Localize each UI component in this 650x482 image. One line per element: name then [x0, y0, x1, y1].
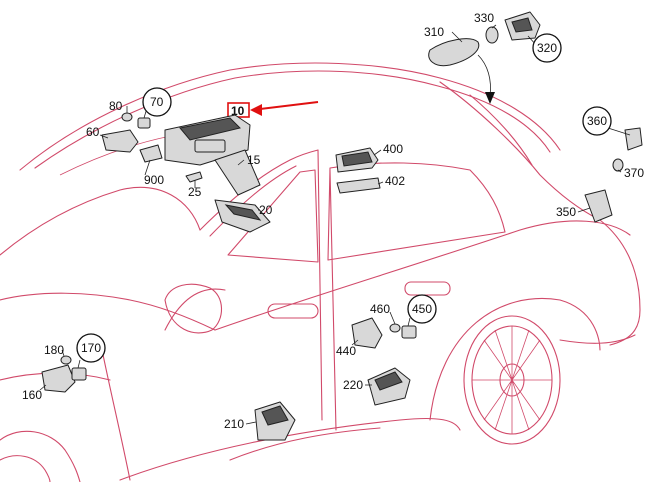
label-440: 440 — [336, 344, 356, 358]
front-window — [227, 169, 319, 263]
leader-lines — [39, 24, 631, 425]
highlight-label: 10 — [231, 104, 245, 118]
part-900-bracket — [139, 144, 163, 163]
label-400: 400 — [383, 142, 403, 156]
highlighted-part-10[interactable]: 10 — [227, 101, 319, 118]
callout-circle-360 — [582, 106, 612, 136]
part-20-lamp — [214, 199, 271, 233]
rocker-line — [119, 417, 461, 481]
label-360: 360 — [587, 114, 607, 128]
part-180-bulb — [60, 355, 72, 365]
label-15: 15 — [247, 153, 261, 167]
label-220: 220 — [343, 378, 363, 392]
windshield-edge — [0, 186, 201, 256]
label-320: 320 — [537, 41, 557, 55]
highlight-arrow-head — [250, 104, 262, 116]
highlight-arrow-shaft — [251, 101, 319, 111]
overhead-control-panel — [164, 114, 251, 166]
callout-circles — [76, 33, 612, 363]
callout-circle-70 — [142, 87, 172, 117]
rear-wheel-arch — [429, 298, 601, 421]
label-20: 20 — [259, 203, 273, 217]
front-fender-lower — [99, 339, 131, 481]
rear-door-line — [329, 169, 337, 431]
label-402: 402 — [385, 174, 405, 188]
part-402-lamp — [336, 177, 381, 194]
label-170: 170 — [81, 341, 101, 355]
c-pillar — [439, 81, 601, 221]
part-370-bulb — [612, 158, 624, 172]
part-310-lens — [428, 38, 480, 67]
label-350: 350 — [556, 205, 576, 219]
rear-window — [327, 162, 506, 261]
part-70-socket — [137, 117, 151, 129]
hood — [0, 292, 216, 331]
roof-line-inner — [34, 70, 551, 169]
label-210: 210 — [224, 417, 244, 431]
callout-circle-170 — [76, 333, 106, 363]
label-180: 180 — [44, 343, 64, 357]
rear-quarter — [599, 219, 641, 346]
part-350-lamp — [584, 189, 613, 223]
rear-wheel — [463, 315, 561, 445]
part-60-lamp — [101, 129, 139, 153]
a-pillar-inner — [209, 165, 297, 237]
part-440-lamp — [351, 317, 383, 349]
roof-line — [19, 62, 561, 171]
rear-door-handle — [404, 281, 451, 296]
rear-bumper — [559, 334, 636, 344]
part-450-socket — [401, 325, 417, 339]
part-320-socket — [504, 11, 541, 41]
part-220-lamp — [367, 367, 411, 406]
part-15-lens — [214, 149, 261, 196]
label-70: 70 — [150, 95, 164, 109]
part-330-bulb — [485, 26, 499, 44]
label-310: 310 — [424, 25, 444, 39]
side-mirror — [164, 283, 223, 334]
door-bottom — [229, 427, 381, 461]
part-170-socket — [71, 367, 87, 381]
install-arrowhead — [485, 92, 495, 104]
part-80-bulb — [121, 112, 133, 122]
label-80: 80 — [109, 99, 123, 113]
front-door-handle — [267, 303, 319, 319]
install-arrow-curve — [477, 54, 491, 97]
label-160: 160 — [22, 388, 42, 402]
part-25-clip — [185, 171, 203, 183]
part-360-socket — [624, 127, 643, 151]
hood-crease — [164, 288, 226, 331]
part-460-bulb — [389, 323, 401, 333]
part-400-lamp — [335, 147, 379, 173]
callout-circle-450 — [407, 294, 437, 324]
callout-labels: 310 330 320 80 70 60 900 15 25 20 400 40… — [22, 11, 644, 431]
callout-circle-320 — [532, 33, 562, 63]
label-25: 25 — [188, 185, 202, 199]
label-900: 900 — [144, 173, 164, 187]
car-body-outline — [0, 62, 641, 482]
front-wheel — [0, 455, 51, 482]
label-450: 450 — [412, 302, 432, 316]
front-wheel-arch — [0, 430, 81, 482]
door-beltline — [214, 220, 631, 331]
part-160-lamp — [41, 364, 76, 393]
front-door-line — [317, 149, 323, 421]
rear-glass-line — [469, 94, 533, 166]
label-60: 60 — [86, 125, 100, 139]
label-460: 460 — [370, 302, 390, 316]
part-210-lamp — [254, 401, 296, 441]
label-330: 330 — [474, 11, 494, 25]
label-370: 370 — [624, 166, 644, 180]
